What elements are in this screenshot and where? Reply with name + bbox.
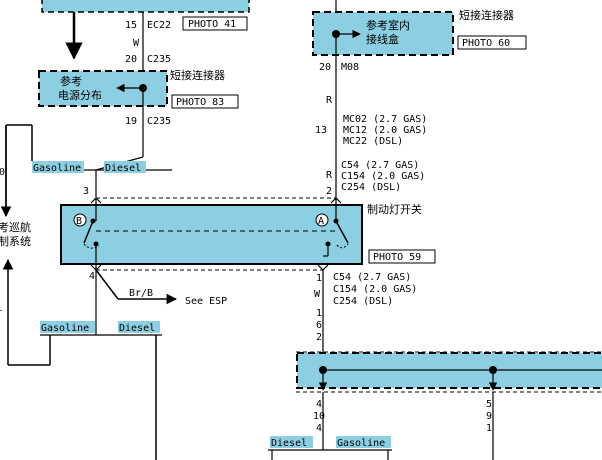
junction-box-line2: 接线盒: [366, 32, 399, 46]
diesel-label-upper: Diesel: [105, 163, 141, 174]
cruise-line2: 制系统: [0, 235, 31, 248]
brake-switch-label: 制动灯开关: [367, 202, 422, 216]
wire-brb-label: Br/B: [129, 288, 153, 299]
pin-upper: 15: [125, 20, 137, 31]
brake-switch-box: [60, 204, 363, 265]
switch-out-code-2: C254 (DSL): [333, 296, 393, 307]
switch-in-code-1: C154 (2.0 GAS): [341, 171, 425, 182]
pin-mid: 20: [125, 54, 137, 65]
power-distribution-box: [38, 70, 168, 107]
photo-41-box: [182, 16, 248, 31]
conn-mid: C235: [147, 54, 171, 65]
switch-in-pin-left: 3: [83, 186, 89, 197]
gasoline-label-lower-right: Gasoline: [337, 438, 385, 449]
right-top-pin: 20: [319, 62, 331, 73]
short-connector-left: 短接连接器: [170, 68, 225, 82]
see-esp-label: See ESP: [185, 296, 227, 307]
marker-b-circle: [73, 213, 87, 227]
photo-59-box: [368, 249, 436, 264]
right-wire-color-upper: R: [326, 95, 333, 106]
diesel-label-lower: Diesel: [119, 323, 155, 334]
switch-out-code-1: C154 (2.0 GAS): [333, 284, 417, 295]
diesel-tag-lower: [118, 321, 160, 333]
junction-box-line1: 参考室内: [366, 18, 410, 32]
photo-60-box: [457, 35, 527, 50]
diesel-tag-upper: [104, 161, 146, 173]
mid-right-pin-2: 2: [316, 332, 322, 343]
photo-59-label: PHOTO 59: [373, 252, 421, 263]
left-lower-pin: 19: [125, 116, 137, 127]
diesel-tag-lower-right: [270, 436, 313, 448]
switch-left-arc: [83, 243, 100, 249]
photo-60-label: PHOTO 60: [462, 38, 510, 49]
marker-a-circle: [315, 213, 329, 227]
right-conn-pin: 13: [315, 125, 327, 136]
gasoline-label-upper: Gasoline: [33, 163, 81, 174]
gasoline-tag-upper: [32, 161, 84, 173]
switch-out-code-0: C54 (2.7 GAS): [333, 272, 411, 283]
lower-right-pin-l1: 10: [313, 411, 325, 422]
left-edge-digit: 0: [0, 167, 5, 178]
conn-upper: EC22: [147, 20, 171, 31]
left-lower-conn: C235: [147, 116, 171, 127]
wire-brb-diag: [95, 269, 119, 300]
gasoline-label-lower: Gasoline: [41, 323, 89, 334]
lower-right-pin-r2: 1: [486, 423, 492, 434]
cruise-line1: 考巡航: [0, 220, 31, 234]
power-box-line2: 电源分布: [58, 88, 102, 102]
right-conn-code-2: MC22 (DSL): [343, 136, 403, 147]
switch-in-code-0: C54 (2.7 GAS): [341, 160, 419, 171]
diesel-label-lower-right: Diesel: [271, 438, 307, 449]
photo-41-label: PHOTO 41: [188, 19, 236, 30]
switch-in-pin-right: 2: [326, 186, 332, 197]
power-box-line1: 参考: [60, 74, 82, 88]
gasoline-tag-lower: [40, 321, 95, 333]
marker-b-label: B: [76, 216, 82, 227]
photo-83-label: PHOTO 83: [176, 97, 224, 108]
right-conn-code-0: MC02 (2.7 GAS): [343, 114, 427, 125]
lower-right-pin-r0: 5: [486, 399, 492, 410]
switch-out-pin-left: 4: [89, 271, 95, 282]
switch-right-arc: [336, 243, 349, 249]
wire-color-w: W: [133, 38, 140, 49]
lower-right-pin-l2: 4: [316, 423, 322, 434]
right-wire-color-lower: R: [326, 170, 333, 181]
pin-arrow-right-out: [317, 264, 329, 271]
switch-in-code-2: C254 (DSL): [341, 182, 401, 193]
mid-right-pin-0: 1: [316, 308, 322, 319]
marker-a-label: A: [318, 216, 324, 227]
short-connector-right: 短接连接器: [459, 8, 514, 22]
switch-right-blade: [335, 220, 349, 244]
switch-out-wire-right: W: [314, 289, 321, 300]
lower-right-pin-l0: 4: [316, 399, 322, 410]
top-left-box-fragment: [41, 0, 250, 13]
mid-right-pin-1: 6: [316, 320, 322, 331]
right-top-conn: M08: [341, 62, 359, 73]
switch-out-pin-right: 1: [316, 273, 322, 284]
gasoline-tag-lower-right: [336, 436, 391, 448]
left-side-fragment: r: [0, 308, 3, 318]
right-conn-code-1: MC12 (2.0 GAS): [343, 125, 427, 136]
lower-right-pin-r1: 9: [486, 411, 492, 422]
photo-83-box: [171, 94, 239, 109]
switch-left-blade: [83, 220, 94, 244]
